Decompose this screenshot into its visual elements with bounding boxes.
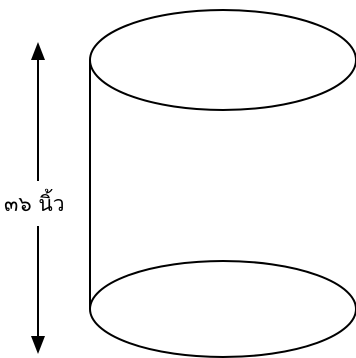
cylinder bbox=[89, 9, 356, 358]
arrow-head-up bbox=[31, 42, 45, 60]
cylinder-top-ellipse bbox=[89, 9, 356, 111]
cylinder-bottom-ellipse bbox=[89, 260, 356, 358]
arrow-head-down bbox=[31, 336, 45, 354]
height-arrow bbox=[31, 42, 45, 354]
height-label: ๓๖ นิ้ว bbox=[4, 189, 65, 216]
